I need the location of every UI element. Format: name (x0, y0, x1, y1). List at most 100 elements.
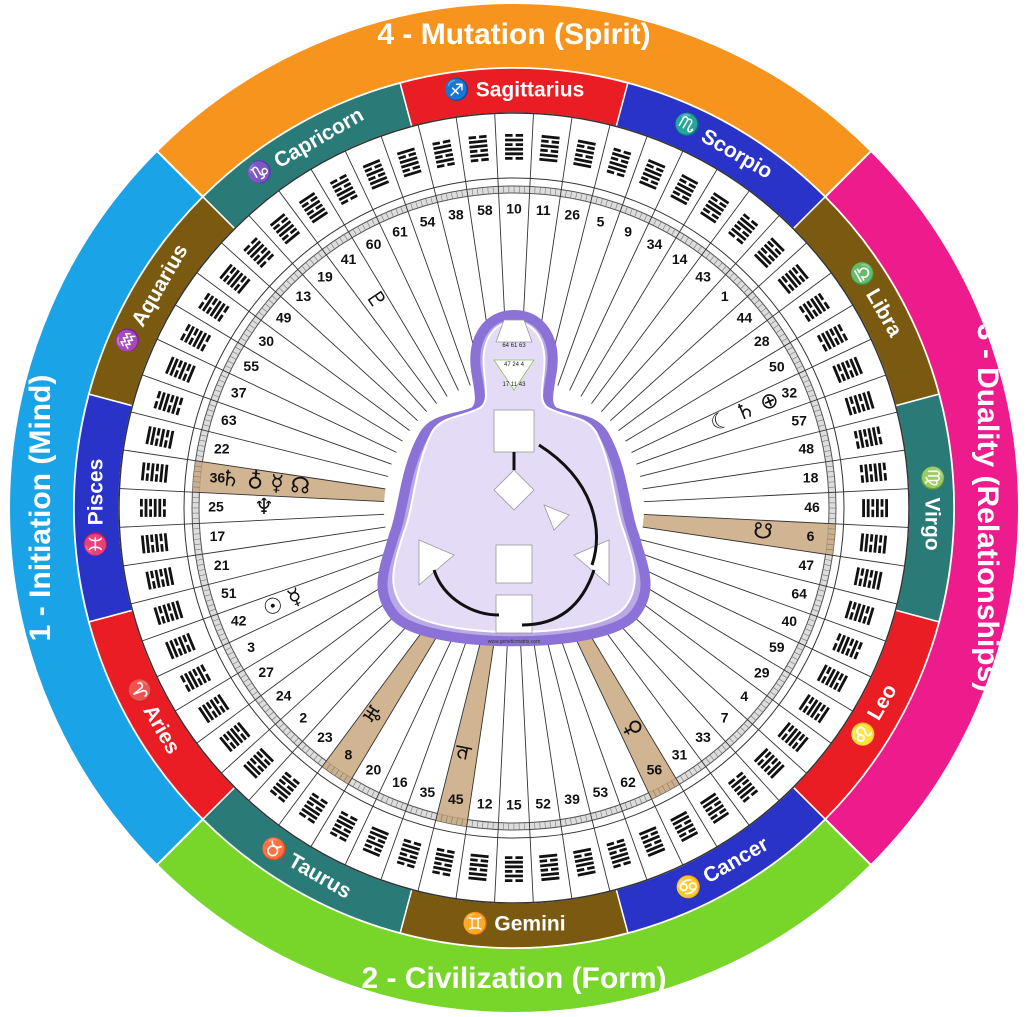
degree-tick (326, 763, 331, 770)
degree-tick (786, 665, 793, 670)
gate-number: 19 (317, 268, 333, 284)
degree-tick (371, 219, 376, 226)
degree-tick (662, 785, 666, 793)
degree-tick (778, 678, 785, 683)
quarter-label: 2 - Civilization (Form) (361, 962, 666, 995)
hexagram-icon (798, 292, 831, 323)
degree-tick (240, 337, 247, 342)
degree-tick (390, 798, 394, 806)
degree-tick (757, 303, 764, 309)
gate-divider (130, 539, 388, 605)
degree-tick (575, 192, 578, 200)
gate-divider (569, 150, 684, 391)
degree-tick (580, 193, 583, 201)
degree-tick (317, 252, 323, 259)
degree-tick (268, 299, 275, 305)
degree-tick (271, 715, 278, 721)
gate-divider (141, 551, 392, 642)
hexagram-icon (539, 853, 560, 882)
degree-tick (343, 775, 348, 782)
degree-tick (796, 647, 803, 651)
degree-tick (662, 223, 667, 231)
degree-tick (713, 751, 719, 758)
hexagram-icon (816, 664, 849, 693)
degree-tick (268, 711, 274, 717)
gate-divider (545, 634, 611, 892)
degree-tick (198, 444, 206, 447)
degree-tick (232, 351, 239, 356)
gate-number: 61 (392, 223, 408, 239)
degree-tick (629, 800, 633, 808)
degree-tick (813, 604, 821, 607)
degree-tick (804, 628, 812, 632)
gate-divider (580, 169, 718, 397)
degree-tick (826, 543, 834, 546)
gate-divider (278, 190, 437, 404)
hexagram-icon (198, 292, 230, 322)
bodygraph: 64 61 63 47 24 4 17 11 43 www.geneticmat… (377, 309, 651, 647)
hexagram-icon (432, 847, 455, 877)
root-center (495, 594, 533, 634)
degree-tick (420, 199, 423, 207)
gate-divider (600, 215, 780, 412)
degree-tick (313, 255, 319, 262)
gate-divider (123, 449, 386, 490)
degree-tick (813, 409, 821, 412)
degree-tick (471, 188, 474, 196)
gate-divider (156, 338, 397, 453)
degree-tick (204, 419, 212, 422)
degree-tick (193, 533, 201, 535)
gate-number: 11 (536, 202, 551, 218)
throat-center (493, 409, 535, 453)
degree-tick (684, 237, 689, 244)
degree-tick (794, 360, 801, 365)
hexagram-icon (504, 856, 523, 883)
planet-glyph: ♆ (254, 495, 274, 520)
degree-tick (740, 283, 746, 290)
degree-tick (826, 470, 834, 473)
degree-tick (330, 243, 336, 250)
degree-tick (757, 707, 764, 713)
degree-tick (605, 199, 608, 207)
hexagram-icon (699, 792, 730, 825)
degree-tick (445, 193, 448, 201)
gate-number: 14 (672, 251, 688, 267)
gate-number: 21 (214, 557, 230, 573)
hexagram-icon (606, 147, 632, 178)
degree-tick (264, 303, 271, 309)
degree-tick (440, 194, 443, 202)
gate-divider (569, 625, 684, 866)
degree-tick (305, 262, 311, 268)
highlighted-gate-sector (192, 460, 386, 502)
gate-number: 15 (506, 797, 522, 813)
degree-tick (246, 682, 253, 688)
gate-number: 58 (477, 202, 493, 218)
degree-tick (775, 328, 782, 334)
degree-tick (313, 754, 319, 761)
degree-tick (580, 815, 583, 823)
degree-tick (482, 187, 484, 195)
gate-number: 57 (791, 412, 807, 428)
degree-tick (692, 766, 698, 773)
gate-divider (600, 604, 780, 802)
degree-tick (680, 234, 685, 241)
degree-tick (595, 196, 598, 204)
degree-tick (410, 806, 413, 813)
degree-tick (652, 790, 657, 797)
degree-tick (815, 599, 823, 602)
degree-tick (193, 538, 201, 540)
degree-tick (802, 633, 810, 637)
degree-tick (207, 604, 215, 607)
hexagram-icon (140, 533, 169, 554)
degree-tick (772, 687, 779, 692)
degree-tick (326, 246, 331, 253)
degree-tick (544, 187, 546, 195)
degree-tick (301, 744, 307, 751)
degree-tick (791, 356, 799, 360)
gate-number: 36 (210, 469, 226, 485)
degree-tick (643, 794, 648, 802)
degree-tick (821, 439, 829, 442)
degree-tick (261, 703, 268, 709)
degree-tick (750, 295, 757, 301)
